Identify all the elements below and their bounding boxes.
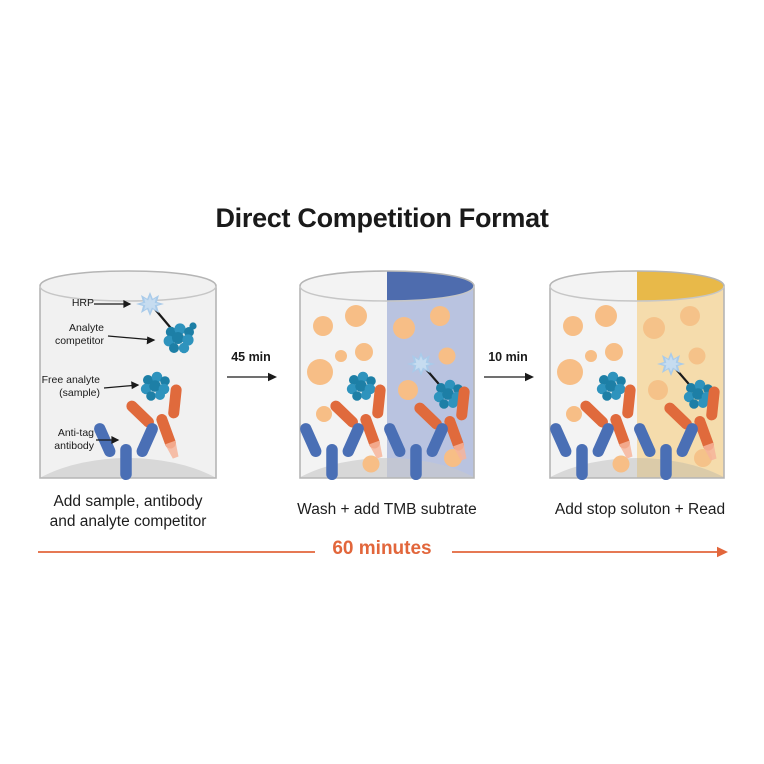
panel-2-caption-line-1: Wash + add TMB subtrate <box>297 501 477 518</box>
label-free-analyte-line-2: (sample) <box>59 386 100 399</box>
anti-tag-antibody-2-right <box>384 423 448 480</box>
analyte-competitor-cluster-2 <box>433 379 463 409</box>
label-anti-tag-antibody: Anti-tag antibody <box>16 427 94 453</box>
label-hrp: HRP <box>18 297 94 310</box>
analyte-competitor-cluster-3 <box>683 379 713 409</box>
hrp-starburst-3 <box>657 352 685 376</box>
well-1-leader-lines <box>94 300 156 444</box>
anti-tag-antibody-2-left <box>300 423 364 480</box>
orange-antibody-3-right <box>664 386 720 461</box>
label-analyte-competitor: Analyte competitor <box>8 322 104 348</box>
panel-3-caption: Add stop soluton + Read <box>525 500 755 520</box>
label-anti-tag-antibody-line-1: Anti-tag <box>57 427 94 439</box>
label-anti-tag-antibody-line-2: antibody <box>54 439 94 452</box>
orange-antibody-2-left <box>330 384 386 459</box>
immune-complex-3-right <box>634 352 720 480</box>
panel-1-caption-line-2: and analyte competitor <box>49 512 207 530</box>
anti-tag-antibody-3-left <box>550 423 614 480</box>
hrp-starburst-2 <box>407 352 435 376</box>
total-time-arrow-icon <box>38 546 728 558</box>
well-3-graphic <box>549 270 725 480</box>
panel-2-caption: Wash + add TMB subtrate <box>272 500 502 520</box>
step-1-arrow-icon <box>227 372 277 382</box>
free-analyte-cluster-1 <box>140 371 170 401</box>
free-analyte-dots-2-left <box>307 305 380 473</box>
immune-complex-2-right <box>384 352 470 480</box>
immune-complex-3-left <box>550 371 636 480</box>
panel-3-well <box>548 268 726 480</box>
label-free-analyte: Free analyte (sample) <box>0 374 100 400</box>
panel-3-caption-line-1: Add stop soluton + Read <box>554 501 726 518</box>
step-2-arrow-icon <box>484 372 534 382</box>
total-time-label: 60 minutes <box>332 538 432 559</box>
label-analyte-competitor-line-1: Analyte <box>68 322 104 334</box>
panel-2-well <box>298 268 476 480</box>
page-title: Direct Competition Format <box>215 203 549 233</box>
immune-complex-2-left <box>300 371 386 480</box>
label-hrp-line-1: HRP <box>71 297 94 309</box>
analyte-competitor-cluster-1 <box>163 322 197 354</box>
panel-1-caption-line-1: Add sample, antibody <box>53 493 203 510</box>
panel-1-caption: Add sample, antibody and analyte competi… <box>18 492 238 532</box>
label-analyte-competitor-line-2: competitor <box>54 334 104 347</box>
orange-antibody-2-right <box>414 386 470 461</box>
orange-antibody-1 <box>126 384 182 459</box>
anti-tag-antibody-3-right <box>634 423 698 480</box>
analyte-cluster-3-left <box>596 371 626 401</box>
step-2-duration-label: 10 min <box>488 350 528 364</box>
free-analyte-dots-2-right <box>393 306 462 467</box>
analyte-cluster-2-left <box>346 371 376 401</box>
label-free-analyte-line-1: Free analyte <box>41 374 100 386</box>
step-1-duration-label: 45 min <box>231 350 271 364</box>
orange-antibody-3-left <box>580 384 636 459</box>
hrp-conjugate-complex-1 <box>136 292 197 354</box>
free-analyte-dots-3-left <box>557 305 630 473</box>
well-2-graphic <box>299 270 475 480</box>
panel-1-well <box>38 268 218 480</box>
